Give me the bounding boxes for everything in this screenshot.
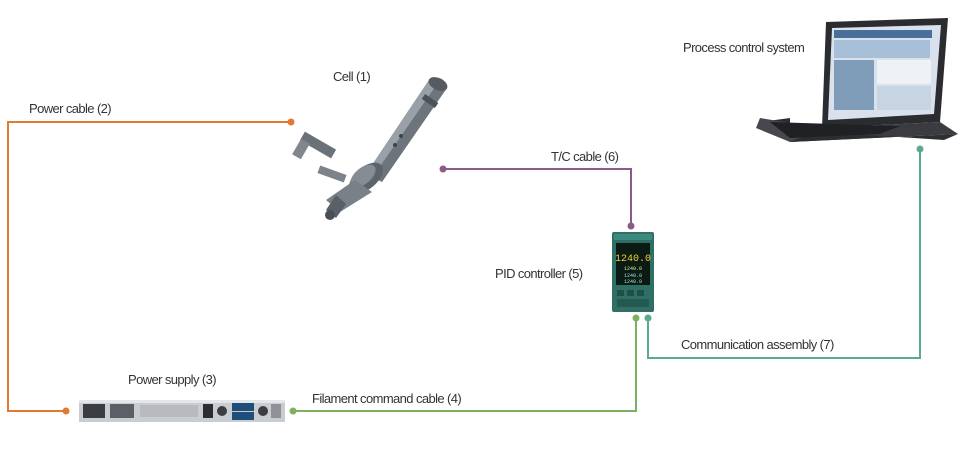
laptop-image [756,18,958,142]
pid-display-line-3: 1240.0 [624,279,642,285]
cell-label: Cell (1) [333,69,371,84]
filament-cable-label: Filament command cable (4) [312,391,462,406]
pid-display-line-2: 1240.0 [624,273,642,279]
power-cable-label: Power cable (2) [29,101,112,116]
power-supply-image [79,400,285,422]
process-control-system-label: Process control system [683,40,805,55]
communication-assembly-label: Communication assembly (7) [681,337,834,352]
power-cable [7,118,295,415]
filament-command-cable [289,314,640,415]
pid-display-line-1: 1240.0 [624,266,642,272]
pid-controller-label: PID controller (5) [495,266,583,281]
tc-cable [439,165,635,230]
tc-cable-label: T/C cable (6) [551,149,619,164]
power-supply-label: Power supply (3) [128,372,217,387]
cell-image [292,77,448,220]
pid-display-main: 1240.0 [615,254,651,265]
communication-cable [644,145,924,359]
pid-controller-image: 1240.0 1240.0 1240.0 1240.0 [612,232,654,312]
